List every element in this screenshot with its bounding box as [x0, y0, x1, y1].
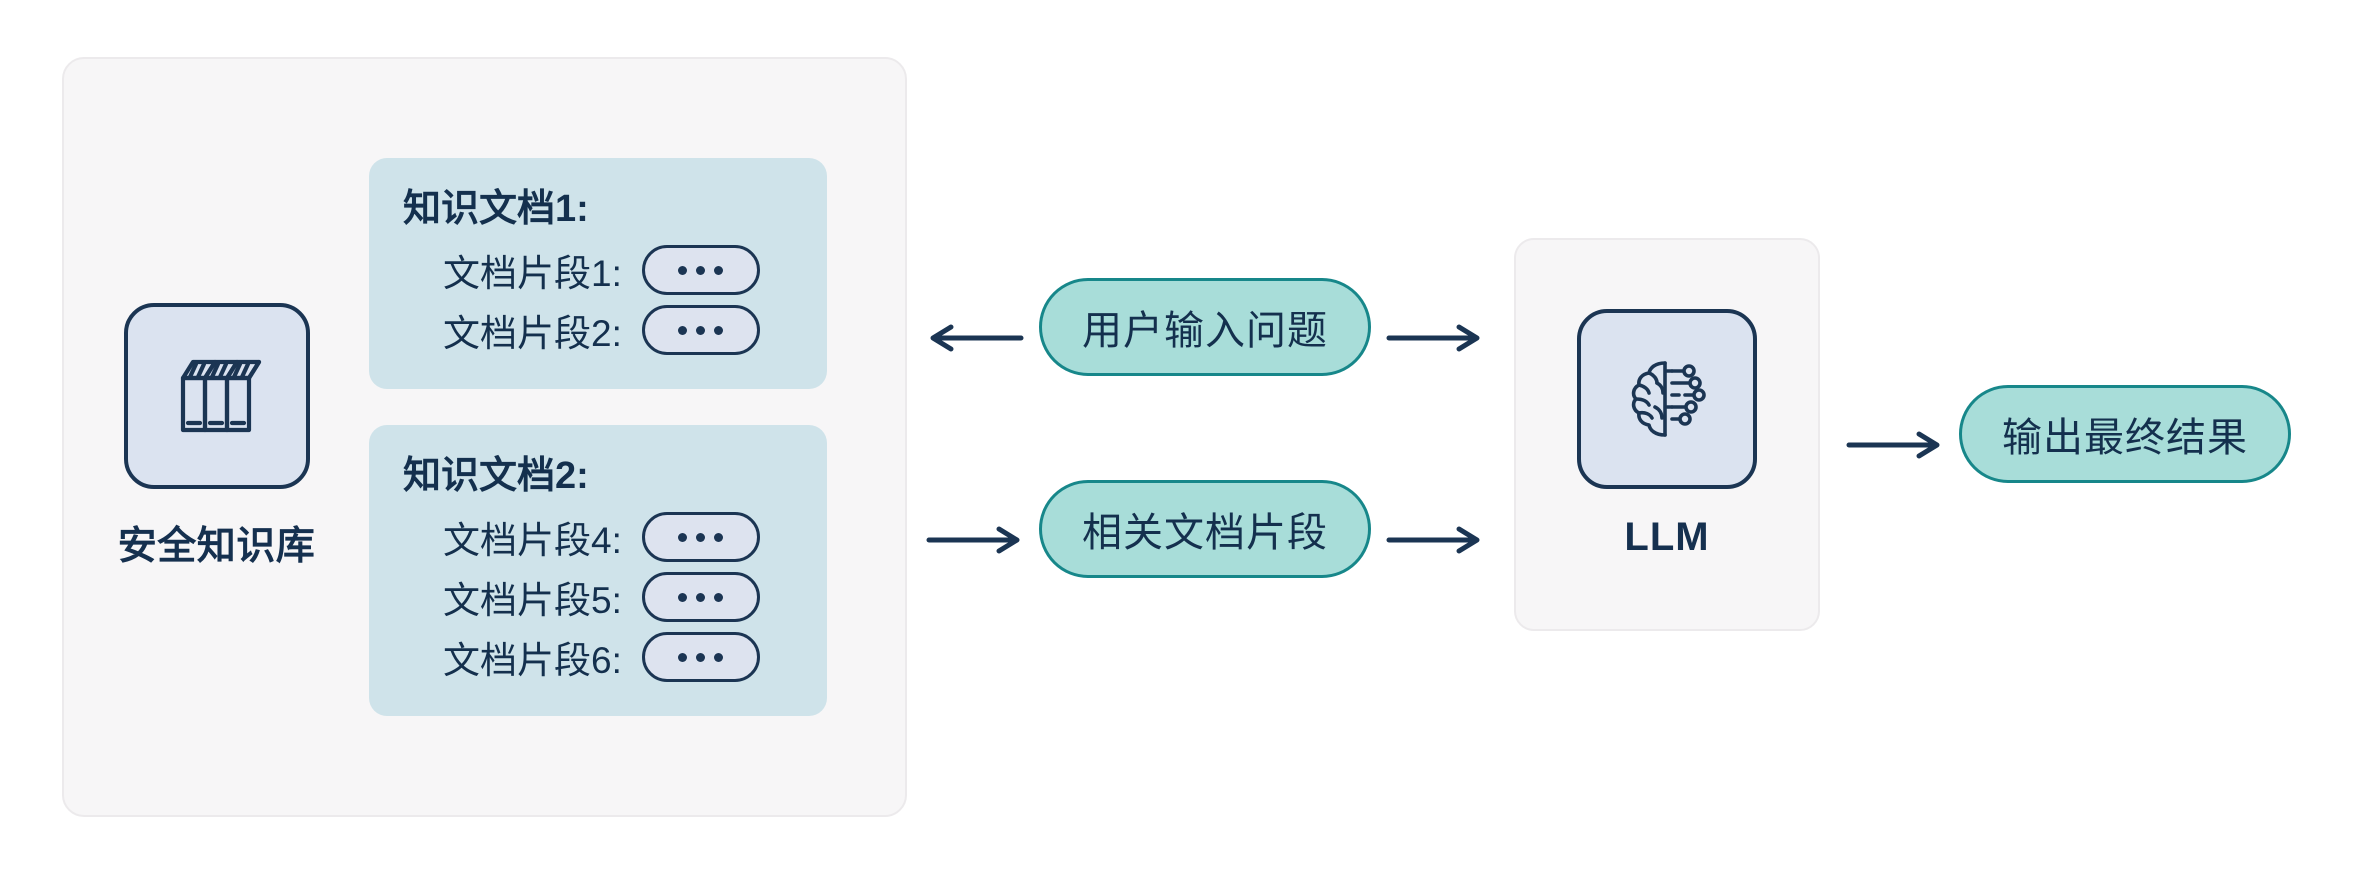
- knowledge-base-label: 安全知识库: [117, 525, 316, 568]
- chunk-label: 文档片段5:: [443, 580, 622, 622]
- arrow-right-icon: [1845, 430, 1945, 459]
- chunk-ellipsis-badge[interactable]: [641, 572, 760, 623]
- arrow-right-icon: [1385, 323, 1485, 352]
- dot-icon: [696, 532, 706, 542]
- chunk-row[interactable]: 文档片段2:: [403, 303, 793, 357]
- knowledge-base-identity: 安全知识库: [64, 303, 369, 571]
- arrow-right-icon: [925, 525, 1025, 554]
- chunk-ellipsis-badge[interactable]: [641, 512, 760, 563]
- retrieved-chunks-label: 相关文档片段: [1082, 511, 1328, 555]
- user-query-label: 用户输入问题: [1082, 309, 1328, 353]
- dot-icon: [696, 652, 706, 662]
- dot-icon: [696, 265, 706, 275]
- chunk-ellipsis-badge[interactable]: [641, 305, 760, 355]
- library-books-icon: [123, 303, 310, 489]
- dot-icon: [696, 325, 706, 335]
- final-output-label: 输出最终结果: [2002, 416, 2248, 460]
- dot-icon: [678, 325, 688, 335]
- knowledge-base-panel: 安全知识库 知识文档1: 文档片段1: 文档片段2:: [62, 57, 907, 817]
- chunk-label: 文档片段6:: [443, 640, 622, 682]
- arrow-left-icon: [925, 323, 1025, 352]
- document-title: 知识文档1:: [403, 187, 589, 230]
- chunk-row[interactable]: 文档片段5:: [403, 570, 793, 624]
- chunk-label: 文档片段1:: [443, 253, 622, 294]
- query-flow-row: 用户输入问题: [925, 278, 1485, 376]
- retrieval-flow-row: 相关文档片段: [925, 480, 1485, 578]
- dot-icon: [714, 532, 724, 542]
- chunk-label: 文档片段4:: [443, 520, 622, 562]
- document-card-list: 知识文档1: 文档片段1: 文档片段2:: [369, 157, 905, 717]
- dot-icon: [714, 592, 724, 602]
- chunk-ellipsis-badge[interactable]: [641, 245, 760, 295]
- output-flow-row: 输出最终结果: [1845, 385, 2291, 483]
- retrieved-chunks-pill[interactable]: 相关文档片段: [1039, 480, 1371, 578]
- llm-panel: LLM: [1514, 238, 1820, 631]
- dot-icon: [714, 652, 724, 662]
- dot-icon: [678, 652, 688, 662]
- dot-icon: [678, 532, 688, 542]
- document-title: 知识文档2:: [403, 455, 589, 497]
- llm-label: LLM: [1624, 515, 1710, 559]
- user-query-pill[interactable]: 用户输入问题: [1039, 278, 1371, 376]
- document-card[interactable]: 知识文档2: 文档片段4: 文档片段5:: [369, 425, 827, 717]
- chunk-ellipsis-badge[interactable]: [641, 632, 760, 683]
- dot-icon: [714, 325, 724, 335]
- chunk-row[interactable]: 文档片段6:: [403, 630, 793, 684]
- chunk-row[interactable]: 文档片段4:: [403, 510, 793, 564]
- dot-icon: [714, 265, 724, 275]
- arrow-right-icon: [1385, 525, 1485, 554]
- dot-icon: [678, 265, 688, 275]
- chunk-row[interactable]: 文档片段1:: [403, 243, 793, 297]
- dot-icon: [696, 592, 706, 602]
- chunk-label: 文档片段2:: [443, 313, 622, 354]
- final-output-pill[interactable]: 输出最终结果: [1959, 385, 2291, 483]
- ai-brain-circuit-icon: [1577, 309, 1757, 489]
- document-card[interactable]: 知识文档1: 文档片段1: 文档片段2:: [369, 157, 827, 389]
- dot-icon: [678, 592, 688, 602]
